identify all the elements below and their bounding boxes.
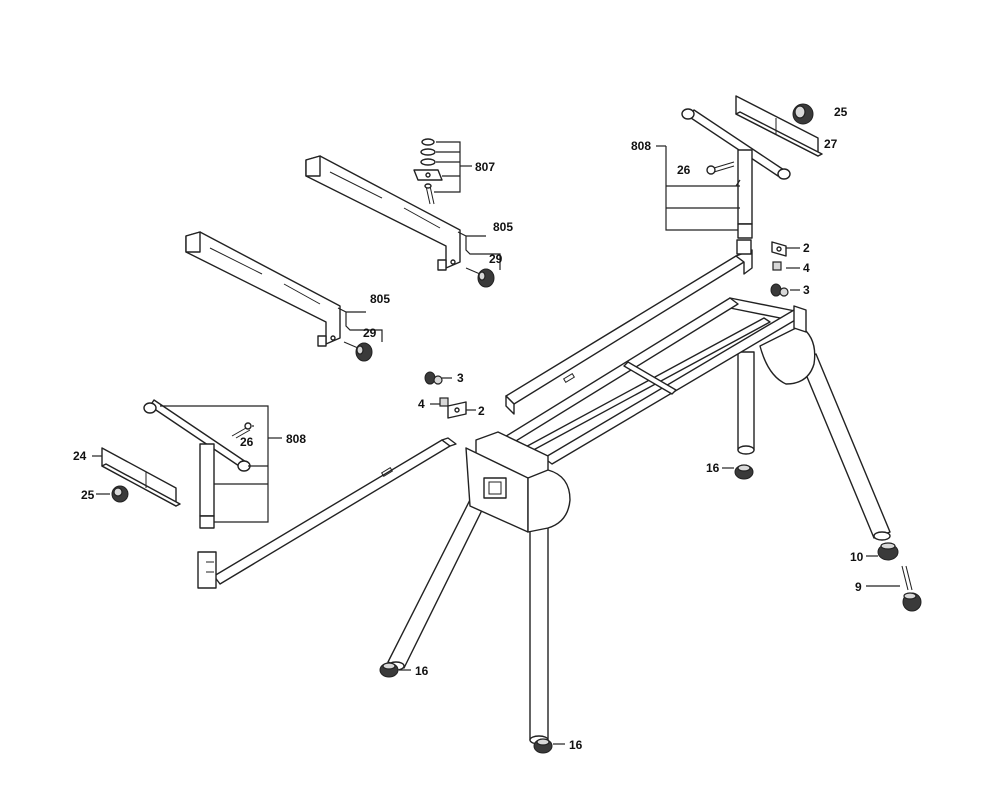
callout-10: 10 <box>850 550 864 564</box>
screw-26-left <box>231 422 252 439</box>
knob-part-3-left <box>424 371 443 385</box>
leg-front-center <box>529 523 549 745</box>
clip-part-2-right <box>771 241 787 257</box>
knob-29-lower <box>343 341 373 362</box>
foot-16-bottom-left <box>379 662 411 678</box>
callout-24: 24 <box>73 449 87 463</box>
callout-808-top: 808 <box>631 139 651 153</box>
main-frame <box>465 297 816 533</box>
callout-29-lower: 29 <box>363 326 377 340</box>
knob-29-upper <box>465 267 495 288</box>
knob-25-left <box>96 485 129 503</box>
spring-part-4-right <box>772 261 782 271</box>
screw-26-top <box>706 161 735 175</box>
callout-4-left: 4 <box>418 397 425 411</box>
callout-3-right: 3 <box>803 283 810 297</box>
small-parts-right <box>770 241 800 297</box>
extension-arm-upper <box>505 239 753 415</box>
hardware-set-807 <box>413 138 472 205</box>
foot-16-right <box>722 464 754 480</box>
callout-labels: 808 25 27 26 807 805 29 805 29 2 4 3 3 4… <box>73 105 864 752</box>
extension-beam-upper <box>305 155 501 271</box>
callout-16-right: 16 <box>706 461 720 475</box>
callout-16-bottom: 16 <box>569 738 583 752</box>
leg-rear-right <box>799 353 891 541</box>
callout-27: 27 <box>824 137 838 151</box>
callout-25-left: 25 <box>81 488 95 502</box>
callout-9: 9 <box>855 580 862 594</box>
foot-16-bottom <box>533 738 565 754</box>
leveling-foot-9 <box>866 565 922 612</box>
small-parts-left <box>424 371 476 419</box>
callout-2-right: 2 <box>803 241 810 255</box>
callout-29-upper: 29 <box>489 252 503 266</box>
clip-part-2-left <box>447 401 467 419</box>
callout-807: 807 <box>475 160 495 174</box>
extension-beam-lower <box>185 231 383 347</box>
knob-25-top <box>792 103 814 125</box>
knob-part-3-right <box>770 283 789 297</box>
extension-arm-lower <box>197 437 457 589</box>
callout-26-left: 26 <box>240 435 254 449</box>
stop-plate-24 <box>92 447 181 507</box>
callout-25-top: 25 <box>834 105 848 119</box>
support-assembly-left <box>143 399 282 529</box>
callout-3-left: 3 <box>457 371 464 385</box>
callout-2-left: 2 <box>478 404 485 418</box>
callout-4-right: 4 <box>803 261 810 275</box>
support-assembly-top <box>656 95 823 239</box>
callout-16-bottom-left: 16 <box>415 664 429 678</box>
leg-rear-left <box>737 351 755 455</box>
callout-26-top: 26 <box>677 163 691 177</box>
callout-808-left: 808 <box>286 432 306 446</box>
spring-part-4-left <box>439 397 449 407</box>
adjuster-sleeve-10 <box>866 542 899 561</box>
callout-805-lower: 805 <box>370 292 390 306</box>
callout-805-upper: 805 <box>493 220 513 234</box>
leg-front-left <box>387 491 489 671</box>
